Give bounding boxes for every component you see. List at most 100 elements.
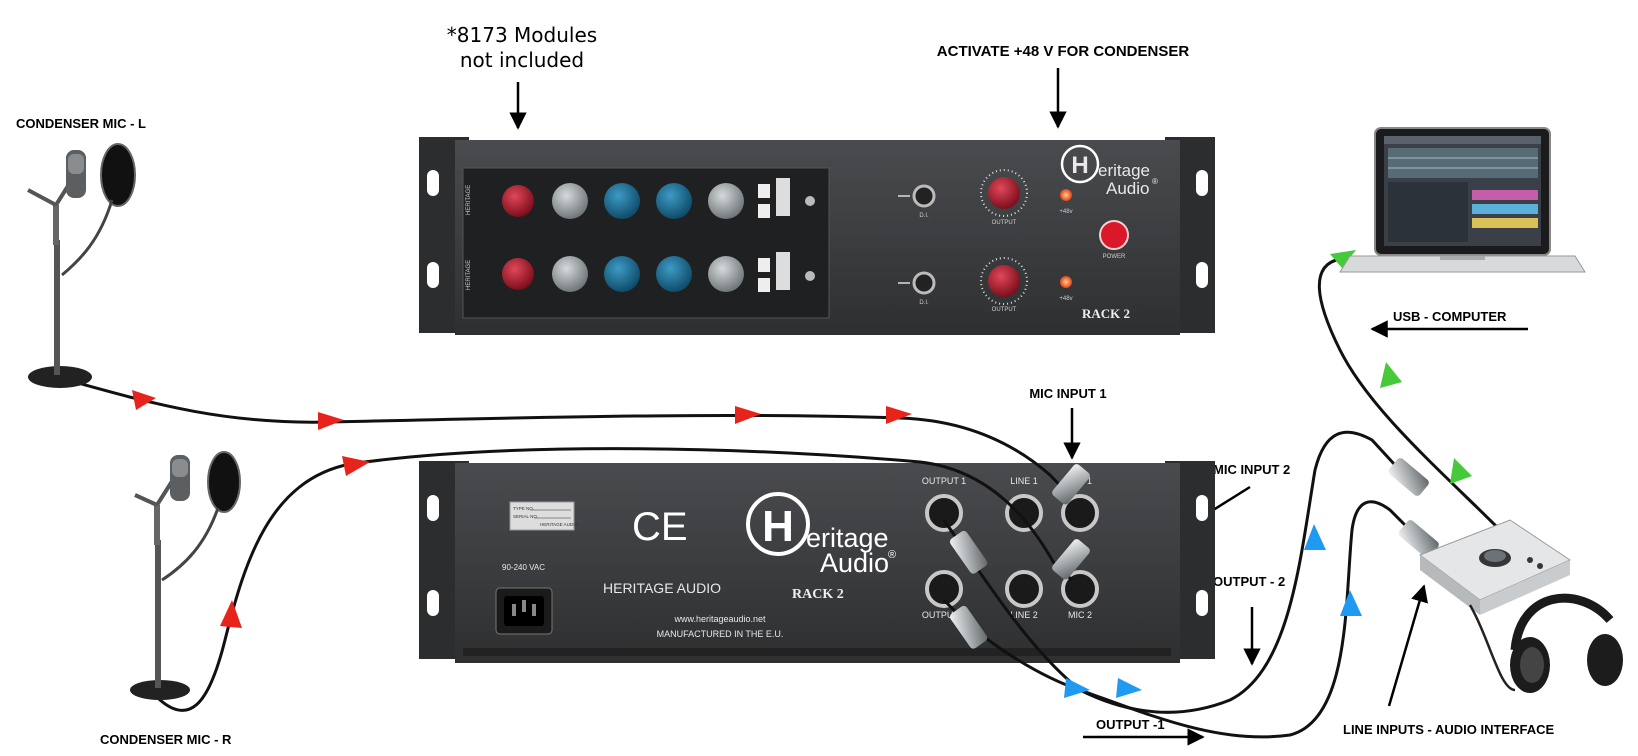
- channel-1-grey-knob-a[interactable]: [552, 183, 588, 219]
- modules-note-line2: not included: [460, 48, 584, 72]
- channel-2-switch-b[interactable]: [758, 278, 770, 292]
- channel-1-gain-knob[interactable]: [502, 185, 534, 217]
- output-2-xlr-jack[interactable]: [925, 570, 963, 608]
- channel-2-gain-knob[interactable]: [502, 258, 534, 290]
- line-1-jack-label: LINE 1: [1010, 476, 1038, 486]
- iec-power-inlet[interactable]: [495, 587, 553, 635]
- mic-arrow-2: [318, 412, 344, 430]
- voltage-label: 90-240 VAC: [502, 563, 545, 572]
- activate-48v-label: ACTIVATE +48 V FOR CONDENSER: [937, 43, 1190, 60]
- channel-2-blue-knob-b[interactable]: [656, 256, 692, 292]
- rear-brand-line1: eritage: [806, 523, 889, 553]
- xlr-plug-output-2: [949, 605, 988, 649]
- svg-text:TYPE NO.: TYPE NO.: [513, 506, 534, 511]
- channel-2-switch-a[interactable]: [758, 258, 770, 272]
- channel-2-grey-knob-b[interactable]: [708, 256, 744, 292]
- output-knob-2-label: OUTPUT: [992, 307, 1017, 313]
- output-knob-1[interactable]: [988, 177, 1020, 209]
- power-label: POWER: [1103, 254, 1126, 260]
- svg-text:HERITAGE AUDIO: HERITAGE AUDIO: [540, 522, 578, 527]
- channel-1-blue-knob-b[interactable]: [656, 183, 692, 219]
- front-brand-line1: eritage: [1098, 161, 1150, 180]
- mic-arrow-6: [220, 600, 242, 628]
- rear-model-label: RACK 2: [792, 587, 844, 602]
- condenser-mic-l-icon: [27, 143, 136, 388]
- xlr-plug-output-1: [949, 530, 988, 574]
- xlr-plug-mic-2: [1052, 539, 1090, 580]
- di-jack-2-label: D.I.: [919, 300, 929, 306]
- preamp-module-channel-1: HERITAGE: [466, 178, 815, 219]
- channel-1-grey-knob-b[interactable]: [708, 183, 744, 219]
- condenser-mic-r-label: CONDENSER MIC - R: [100, 732, 232, 747]
- phantom-48v-label-2: +48v: [1059, 296, 1072, 302]
- output-arrow-2: [1116, 678, 1142, 698]
- preamp-module-channel-2: HERITAGE: [466, 252, 815, 292]
- front-model-label: RACK 2: [1082, 306, 1130, 321]
- mic-r-cable: [148, 447, 1073, 712]
- mic-signal-arrows: [132, 390, 912, 628]
- modules-note-line1: *8173 Modules: [447, 23, 597, 47]
- rear-website-label: www.heritageaudio.net: [673, 614, 766, 624]
- rear-manufactured-label: MANUFACTURED IN THE E.U.: [657, 629, 784, 639]
- output-2-label: OUTPUT - 2: [1213, 574, 1285, 589]
- di-jack-1[interactable]: [912, 184, 936, 208]
- mic-arrow-4: [886, 406, 912, 424]
- front-brand-reg: ®: [1152, 177, 1158, 186]
- output-arrow-3: [1304, 524, 1326, 550]
- serial-plate: TYPE NO. SERIAL NO. HERITAGE AUDIO: [509, 501, 578, 531]
- mic-l-cable: [59, 376, 1074, 500]
- audio-interface-icon: [1418, 519, 1572, 615]
- condenser-mic-r-icon: [130, 451, 241, 700]
- power-button[interactable]: [1099, 220, 1129, 250]
- rear-brand-logo-icon: [746, 492, 810, 556]
- rear-brand-h: H: [762, 502, 794, 551]
- output-arrow-1: [1064, 678, 1090, 698]
- output-arrow-4: [1340, 590, 1362, 616]
- xlr-plug-mic-1: [1052, 464, 1090, 505]
- channel-2-grey-knob-a[interactable]: [552, 256, 588, 292]
- xlr-plug-interface-2: [1398, 520, 1439, 558]
- svg-text:HERITAGE: HERITAGE: [466, 260, 472, 290]
- usb-arrow-1: [1330, 250, 1356, 268]
- ce-mark: CE: [632, 505, 688, 549]
- rear-rack-unit: TYPE NO. SERIAL NO. HERITAGE AUDIO CE H …: [419, 461, 1215, 663]
- headphones-icon: [1468, 593, 1623, 693]
- di-jack-2[interactable]: [912, 271, 936, 295]
- front-rack-unit: HERITAGE HERITAGE D.I.: [419, 137, 1215, 335]
- channel-2-blue-knob-a[interactable]: [604, 256, 640, 292]
- output-knob-1-label: OUTPUT: [992, 220, 1017, 226]
- mic-arrow-3: [735, 406, 761, 424]
- line-1-xlr-jack[interactable]: [1005, 494, 1043, 532]
- rear-brand-line2: Audio: [820, 548, 889, 578]
- mic-input-2-label: MIC INPUT 2: [1213, 462, 1290, 477]
- output-1-cable: [942, 430, 1397, 714]
- output-1-jack-label: OUTPUT 1: [922, 476, 966, 486]
- output-2-cable: [942, 500, 1412, 739]
- phantom-48v-led-1[interactable]: [1060, 189, 1072, 201]
- svg-text:SERIAL NO.: SERIAL NO.: [513, 514, 538, 519]
- phantom-48v-led-2[interactable]: [1060, 276, 1072, 288]
- output-knob-2[interactable]: [988, 265, 1020, 297]
- mic-arrow-5: [342, 456, 370, 476]
- channel-1-switch-b[interactable]: [758, 204, 770, 218]
- rear-maker-label: HERITAGE AUDIO: [603, 580, 721, 596]
- channel-1-blue-knob-a[interactable]: [604, 183, 640, 219]
- channel-2-switch-c[interactable]: [776, 252, 790, 290]
- output-1-xlr-jack[interactable]: [925, 494, 963, 532]
- usb-cable: [1317, 257, 1502, 532]
- rear-brand-reg: ®: [888, 549, 896, 561]
- usb-computer-label: USB - COMPUTER: [1393, 309, 1507, 324]
- channel-1-switch-c[interactable]: [776, 178, 790, 216]
- line-2-xlr-jack[interactable]: [1005, 570, 1043, 608]
- mic-arrow-1: [132, 390, 156, 410]
- line-inputs-label: LINE INPUTS - AUDIO INTERFACE: [1343, 722, 1554, 737]
- condenser-mic-l-label: CONDENSER MIC - L: [16, 116, 146, 131]
- front-brand-logo-icon: [1060, 144, 1100, 184]
- svg-text:HERITAGE: HERITAGE: [466, 185, 472, 215]
- line-inputs-arrow: [1387, 584, 1428, 707]
- mic-1-xlr-jack[interactable]: [1061, 494, 1099, 532]
- channel-1-switch-a[interactable]: [758, 184, 770, 198]
- output-2-jack-label: OUTPUT 2: [922, 610, 966, 620]
- phantom-48v-label-1: +48v: [1059, 209, 1072, 215]
- line-2-jack-label: LINE 2: [1010, 610, 1038, 620]
